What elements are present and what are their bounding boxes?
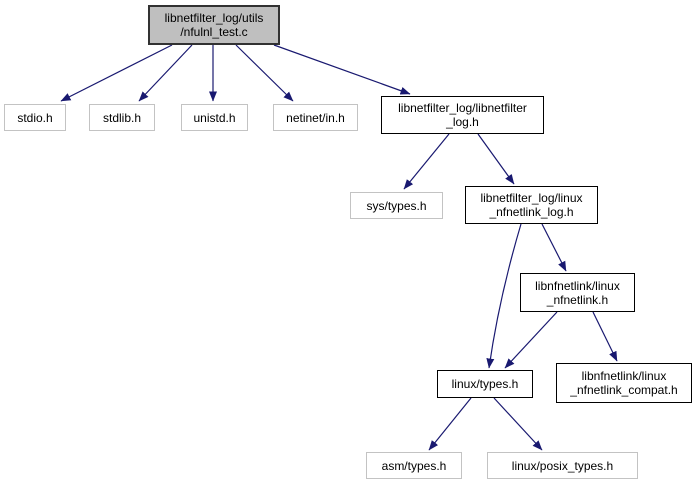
node-label-line: unistd.h — [193, 110, 236, 125]
node-stdlib-h: stdlib.h — [89, 104, 155, 131]
node-netinet-in-h: netinet/in.h — [273, 104, 358, 131]
node-linux-types-h[interactable]: linux/types.h — [437, 370, 533, 398]
node-label-line: _log.h — [446, 115, 479, 129]
node-label-line: linux/posix_types.h — [511, 458, 614, 473]
edge-linux-nfnetlink-log-h-to-linux-nfnetlink-h — [541, 223, 567, 272]
node-label-line: stdlib.h — [102, 110, 142, 125]
node-label-line: libnetfilter_log/utils — [164, 11, 264, 25]
edge-libnetfilter-log-h-to-linux-nfnetlink-log-h — [477, 133, 515, 185]
edge-linux-nfnetlink-h-to-nfnetlink-compat-h — [592, 311, 618, 362]
node-label-line: libnetfilter_log/libnetfilter — [398, 101, 527, 115]
edge-linux-types-h-to-asm-types-h — [428, 397, 472, 451]
node-label-line: libnfnetlink/linux — [581, 369, 667, 383]
node-linux-nfnetlink-h[interactable]: libnfnetlink/linux_nfnetlink.h — [520, 273, 635, 312]
node-nfnetlink-compat-h[interactable]: libnfnetlink/linux_nfnetlink_compat.h — [556, 363, 692, 403]
node-label-line: asm/types.h — [381, 458, 447, 473]
node-nfulnl-test-c: libnetfilter_log/utils/nfulnl_test.c — [148, 5, 280, 45]
node-unistd-h: unistd.h — [181, 104, 248, 131]
node-stdio-h: stdio.h — [4, 104, 66, 131]
node-label-line: _nfnetlink_log.h — [489, 205, 574, 219]
node-asm-types-h: asm/types.h — [366, 452, 462, 479]
node-label-line: libnetfilter_log/linux — [480, 191, 583, 205]
edge-linux-nfnetlink-log-h-to-linux-types-h — [486, 223, 522, 369]
edge-linux-types-h-to-linux-posix-types-h — [493, 397, 543, 451]
node-label-line: _nfnetlink_compat.h — [570, 383, 678, 397]
node-label-line: libnfnetlink/linux — [535, 278, 620, 293]
node-label-line: /nfulnl_test.c — [180, 25, 248, 39]
node-sys-types-h: sys/types.h — [350, 192, 443, 219]
edge-nfulnl-test-c-to-libnetfilter-log-h — [273, 44, 411, 95]
node-linux-nfnetlink-log-h[interactable]: libnetfilter_log/linux_nfnetlink_log.h — [465, 186, 598, 224]
node-label-line: linux/types.h — [451, 377, 519, 391]
node-label-line: stdio.h — [17, 110, 53, 125]
edge-nfulnl-test-c-to-stdlib-h — [138, 44, 193, 102]
edge-nfulnl-test-c-to-netinet-in-h — [235, 44, 294, 102]
node-label-line: netinet/in.h — [286, 110, 345, 125]
edge-libnetfilter-log-h-to-sys-types-h — [403, 133, 450, 190]
node-label-line: _nfnetlink.h — [546, 292, 609, 307]
node-label-line: sys/types.h — [366, 198, 427, 213]
node-linux-posix-types-h: linux/posix_types.h — [487, 452, 638, 479]
node-libnetfilter-log-h[interactable]: libnetfilter_log/libnetfilter_log.h — [381, 96, 544, 134]
edge-linux-nfnetlink-h-to-linux-types-h — [504, 311, 558, 369]
edge-nfulnl-test-c-to-stdio-h — [60, 44, 173, 102]
